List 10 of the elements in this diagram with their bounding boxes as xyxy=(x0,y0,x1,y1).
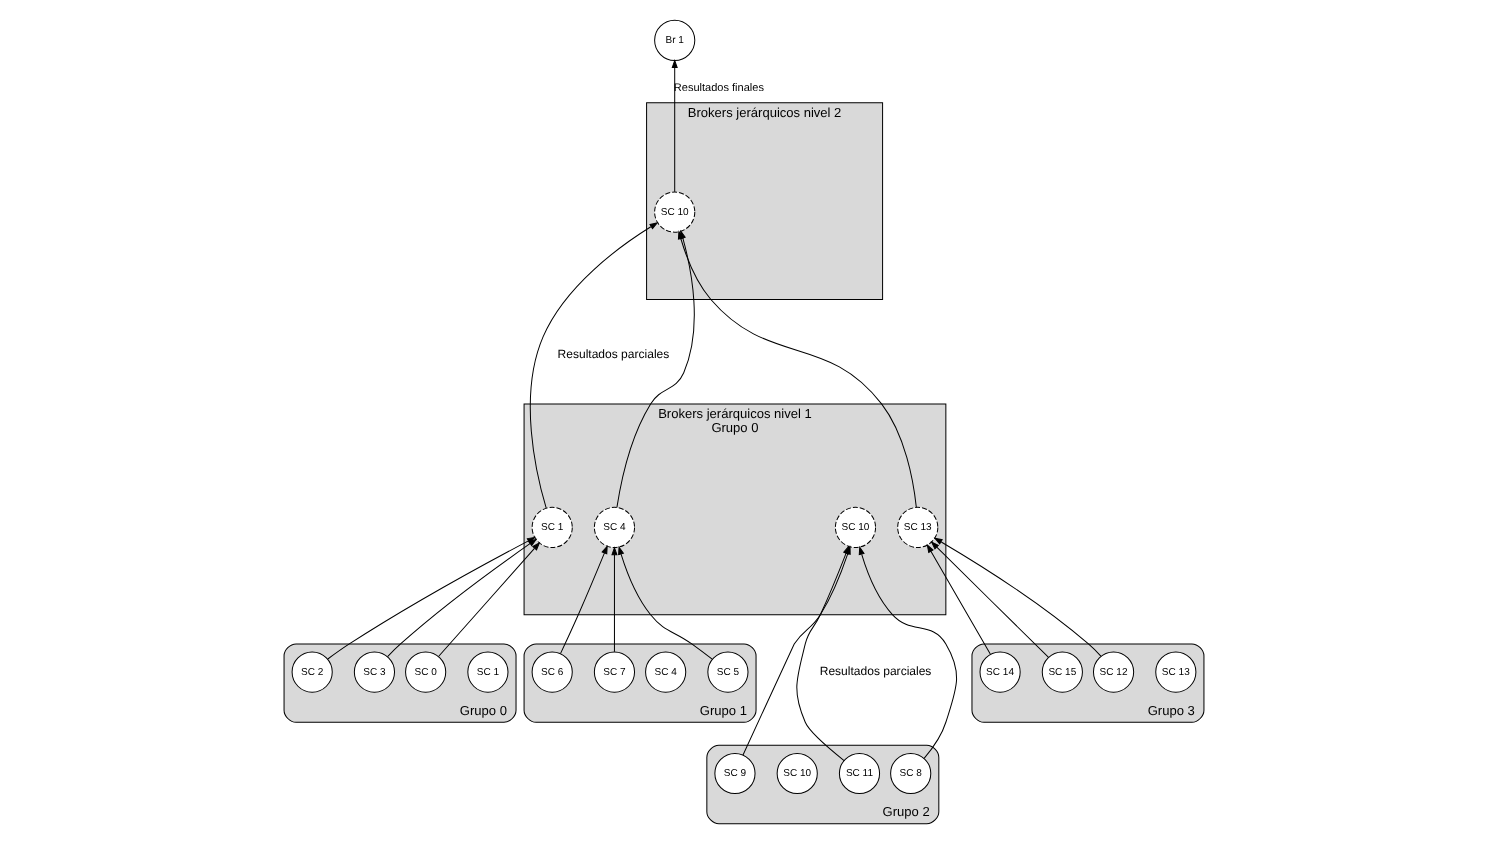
arrow xyxy=(671,60,678,193)
arrow xyxy=(926,544,991,655)
arrow xyxy=(529,222,658,509)
arrow xyxy=(858,546,958,759)
arrow xyxy=(618,546,713,660)
arrow xyxy=(611,547,618,653)
arrow xyxy=(438,542,540,658)
arrow xyxy=(560,545,608,654)
arrow xyxy=(931,541,1049,658)
arrow xyxy=(934,537,1102,657)
